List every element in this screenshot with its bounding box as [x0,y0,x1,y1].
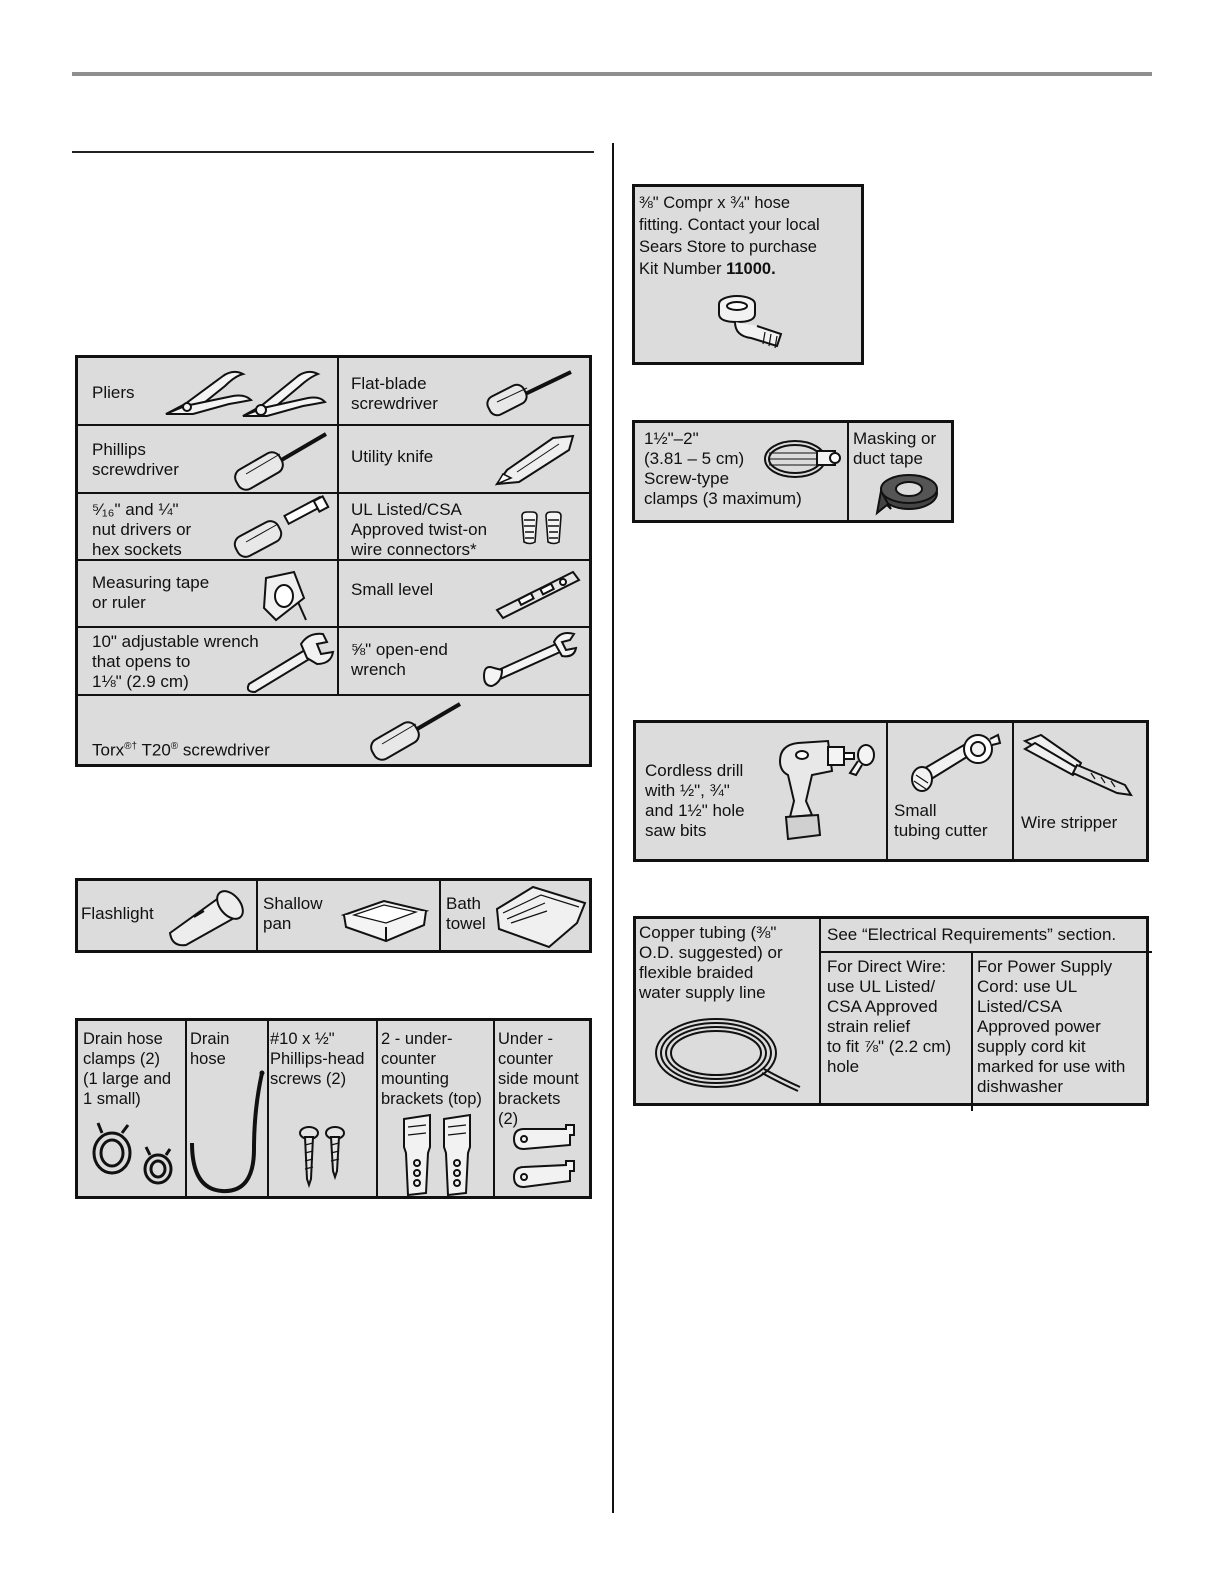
phillips-screwdriver-icon [234,432,328,491]
pliers-label: Pliers [92,383,135,402]
parts-table: Drain hose clamps (2) (1 large and 1 sma… [75,1018,592,1199]
cutting-divider [886,723,888,859]
duct-tape-icon [875,474,938,516]
flashlight-icon [168,890,244,947]
tools-row-divider [78,626,589,628]
tools-row-divider [78,559,589,561]
hose-fitting-description: ⅜" Compr x ¾" hose fitting. Contact your… [639,194,820,278]
copper-tubing-coil-icon [655,1018,801,1092]
parts-divider [185,1021,187,1196]
cordless-drill-label: Cordless drill with ½", ¾" and 1½" hole … [645,761,745,840]
nut-drivers-label: ⁵⁄₁₆" and ¼" nut drivers or hex sockets [92,500,192,559]
tubing-cutter-icon [911,733,1002,792]
brackets-top-label: 2 - under- counter mounting brackets (to… [381,1030,482,1108]
level-icon [495,570,581,620]
screws-icon [299,1126,345,1189]
flashlight-label: Flashlight [81,904,154,923]
column-divider [612,143,614,1513]
drain-hose-label: Drain hose [190,1030,230,1068]
hose-fitting-box: ⅜" Compr x ¾" hose fitting. Contact your… [632,184,864,365]
tubing-cutter-label: Small tubing cutter [894,801,988,840]
shallow-pan-icon [340,899,430,943]
kit-number: 11000. [726,260,776,278]
wire-stripper-label: Wire stripper [1021,813,1118,832]
ul-connectors-label: UL Listed/CSA Approved twist-on wire con… [351,500,488,559]
supplies-table: Flashlight Shallow pan Bath towel [75,878,592,953]
flat-blade-label: Flat-blade screwdriver [351,374,438,413]
phillips-label: Phillips screwdriver [92,440,179,479]
open-end-wrench-label: ⅝" open-end wrench [351,640,448,679]
drain-clamps-label: Drain hose clamps (2) (1 large and 1 sma… [83,1030,172,1108]
torx-screwdriver-text: screwdriver [178,740,270,760]
electrical-col-divider [819,919,821,1103]
torx-screwdriver-icon [370,702,462,761]
tools-col-divider [337,358,339,696]
section-rule [72,151,594,153]
utility-knife-icon [494,434,575,486]
electrical-sub-divider [971,951,973,1111]
parts-divider [376,1021,378,1196]
power-cord-label: For Power Supply Cord: use UL Listed/CSA… [977,957,1126,1096]
wire-stripper-icon [1022,733,1133,797]
hose-fitting-icon [718,295,783,349]
torx-label: Torx®† T20® screwdriver [92,717,270,761]
side-brackets-label: Under - counter side mount brackets (2) [498,1030,579,1128]
pliers-icon [165,370,327,417]
measuring-tape-icon [262,570,307,622]
cutting-tools-table: Cordless drill with ½", ¾" and 1½" hole … [633,720,1149,862]
clamps-divider [847,423,849,520]
hose-fitting-text: ⅜" Compr x ¾" hose fitting. Contact your… [639,192,820,280]
adjustable-wrench-icon [246,632,335,694]
screw-clamps-label: 1½"–2" (3.81 – 5 cm) Screw-type clamps (… [644,429,802,508]
screw-clamp-icon [764,440,841,478]
clamps-tape-table: 1½"–2" (3.81 – 5 cm) Screw-type clamps (… [632,420,954,523]
parts-divider [493,1021,495,1196]
nut-driver-icon [233,495,330,558]
see-electrical-label: See “Electrical Requirements” section. [827,925,1117,944]
bath-towel-label: Bath towel [446,894,486,933]
tools-row-divider [78,694,589,696]
open-end-wrench-icon [482,632,578,688]
side-mount-brackets-icon [512,1124,575,1189]
torx-text: Torx [92,740,125,760]
cordless-drill-icon [778,739,875,841]
utility-knife-label: Utility knife [351,447,434,466]
copper-tubing-label: Copper tubing (⅜" O.D. suggested) or fle… [639,923,783,1002]
tape-label: Masking or duct tape [853,429,937,468]
supplies-divider [256,881,258,950]
flat-screwdriver-icon [486,370,572,417]
shallow-pan-label: Shallow pan [263,894,323,933]
cutting-divider [1012,723,1014,859]
bath-towel-icon [495,885,587,949]
tools-table: Pliers Flat-blade screwdriver Phillips s… [75,355,592,767]
wire-connectors-icon [521,511,562,545]
torx-t20-text: T20 [137,740,171,760]
direct-wire-label: For Direct Wire: use UL Listed/ CSA Appr… [827,957,952,1076]
electrical-table: Copper tubing (⅜" O.D. suggested) or fle… [633,916,1152,1111]
hose-clamps-icon [92,1122,173,1185]
tools-row-divider [78,492,589,494]
adjustable-wrench-label: 10" adjustable wrench that opens to 1⅛" … [92,632,259,691]
torx-sup: ®† [124,741,138,752]
screws-label: #10 x ½" Phillips-head screws (2) [270,1030,365,1088]
drain-hose-icon [190,1070,265,1194]
measuring-tape-label: Measuring tape or ruler [92,573,210,612]
mounting-brackets-icon [403,1113,471,1197]
tools-row-divider [78,424,589,426]
supplies-divider [439,881,441,950]
electrical-row-divider [819,951,1152,953]
header-rule [72,72,1152,76]
t20-sup: ® [170,741,179,752]
small-level-label: Small level [351,580,434,599]
parts-divider [267,1021,269,1196]
